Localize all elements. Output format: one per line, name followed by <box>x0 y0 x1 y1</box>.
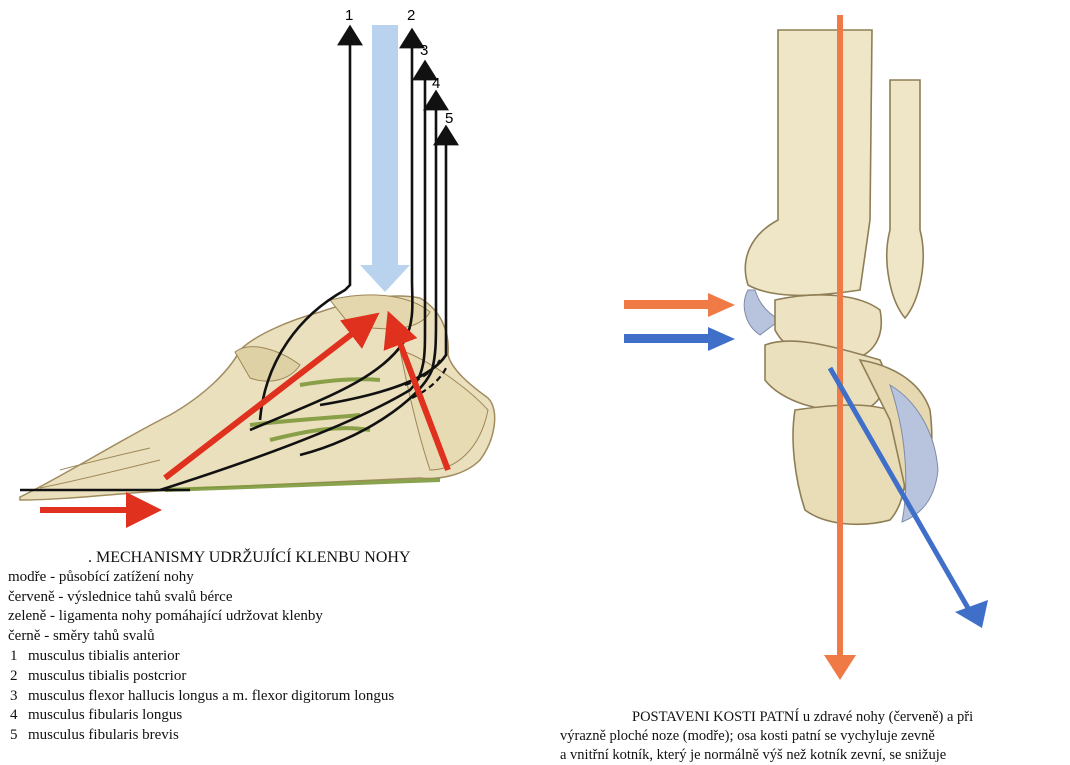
legend-muscle-name: musculus flexor hallucis longus a m. fle… <box>28 688 394 704</box>
legend-title: . MECHANISMY UDRŽUJÍCÍ KLENBU NOHY <box>8 548 528 568</box>
arrow-label-3: 3 <box>420 42 428 59</box>
caption-line: výrazně ploché noze (modře); osa kosti p… <box>560 727 1060 746</box>
legend-muscle-name: musculus tibialis postcrior <box>28 668 186 684</box>
legend-color-green: zeleně - ligamenta nohy pomáhající udržo… <box>8 607 528 627</box>
orange-pointer-arrow <box>624 293 735 317</box>
arrow-label-2: 2 <box>407 7 415 24</box>
legend-muscle-number: 2 <box>8 667 28 687</box>
caption: POSTAVENI KOSTI PATNÍ u zdravé nohy (čer… <box>560 708 1060 765</box>
legend: . MECHANISMY UDRŽUJÍCÍ KLENBU NOHY modře… <box>8 548 528 746</box>
legend-muscle-number: 1 <box>8 647 28 667</box>
legend-color-black: černě - směry tahů svalů <box>8 627 528 647</box>
legend-muscle-name: musculus fibularis longus <box>28 707 182 723</box>
blue-pointer-arrow <box>624 327 735 351</box>
legend-color-blue: modře - působící zatížení nohy <box>8 568 528 588</box>
calcaneus-posture-illustration <box>590 0 1070 690</box>
caption-line: a vnitřní kotník, který je normálně výš … <box>560 746 1060 765</box>
legend-muscle-name: musculus tibialis anterior <box>28 648 180 664</box>
foot-arch-illustration: 1 2 3 4 5 <box>0 0 520 540</box>
arrow-label-5: 5 <box>445 110 453 127</box>
leg-bones <box>745 30 923 318</box>
legend-color-red: červeně - výslednice tahů svalů bérce <box>8 588 528 608</box>
load-arrow <box>360 25 410 292</box>
legend-muscle-number: 5 <box>8 726 28 746</box>
legend-muscle-number: 4 <box>8 706 28 726</box>
legend-muscle-number: 3 <box>8 687 28 707</box>
arrow-label-1: 1 <box>345 7 353 24</box>
legend-muscle-name: musculus fibularis brevis <box>28 727 179 743</box>
caption-line: POSTAVENI KOSTI PATNÍ u zdravé nohy (čer… <box>560 708 1060 727</box>
arrow-label-4: 4 <box>432 75 440 92</box>
